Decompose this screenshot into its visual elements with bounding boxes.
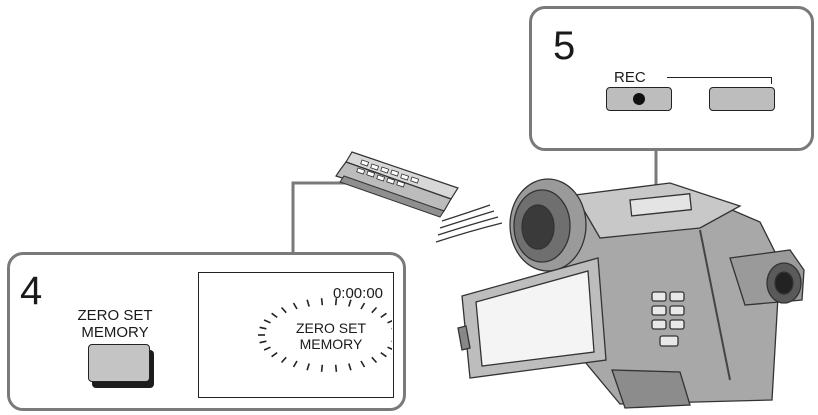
flash-tick: [259, 340, 267, 344]
flash-tick: [380, 351, 387, 358]
flash-tick: [387, 346, 392, 351]
flash-tick: [306, 363, 310, 371]
infrared-signal-icon: [435, 204, 503, 243]
flash-tick: [371, 356, 378, 364]
flash-tick: [320, 364, 324, 372]
rec-bracket-line: [667, 77, 772, 84]
rec-label: REC: [614, 69, 646, 86]
flash-tick: [271, 312, 278, 319]
flashing-indicator-icon: [258, 298, 392, 372]
zero-set-label-line1: ZERO SET: [77, 307, 153, 324]
step4-panel: 4 ZERO SET MEMORY 0:00:00 ZERO SET MEMOR…: [7, 252, 406, 411]
step5-panel: 5 REC: [529, 6, 814, 151]
zero-set-label-line2: MEMORY: [81, 324, 149, 341]
flash-tick: [348, 363, 352, 371]
flash-tick: [292, 360, 298, 368]
leader-line-remote: [291, 181, 350, 252]
flash-tick: [380, 312, 387, 319]
companion-button[interactable]: [709, 87, 775, 111]
rec-button[interactable]: [606, 87, 672, 111]
flash-text-line1: ZERO SET: [295, 320, 366, 336]
flash-tick: [271, 351, 278, 358]
rec-dot-icon: [633, 93, 645, 105]
flash-tick: [259, 326, 267, 330]
flash-tick: [263, 346, 271, 351]
flash-tick: [360, 360, 366, 368]
flash-tick: [280, 306, 287, 314]
flash-tick: [263, 319, 271, 324]
flash-tick: [348, 299, 352, 307]
flash-tick: [334, 364, 338, 372]
remote-control-icon: [335, 151, 459, 218]
flash-tick: [306, 299, 310, 307]
flash-tick: [387, 319, 392, 324]
camcorder-illustration: [457, 178, 805, 409]
step-number-4: 4: [20, 269, 43, 313]
zero-set-memory-label: ZERO SET MEMORY: [67, 307, 163, 341]
lcd-display: 0:00:00 ZERO SET MEMORY: [198, 272, 394, 398]
flash-tick: [334, 298, 338, 306]
tape-counter: 0:00:00: [332, 285, 383, 302]
flash-tick: [320, 298, 324, 306]
zero-set-memory-button[interactable]: [88, 344, 150, 382]
flash-tick: [280, 356, 287, 364]
flash-tick: [292, 302, 298, 310]
flash-tick: [360, 302, 366, 310]
zero-set-memory-indicator: ZERO SET MEMORY: [283, 320, 379, 352]
flash-tick: [371, 306, 378, 314]
step-number-5: 5: [553, 24, 576, 68]
flash-text-line2: MEMORY: [299, 336, 363, 352]
